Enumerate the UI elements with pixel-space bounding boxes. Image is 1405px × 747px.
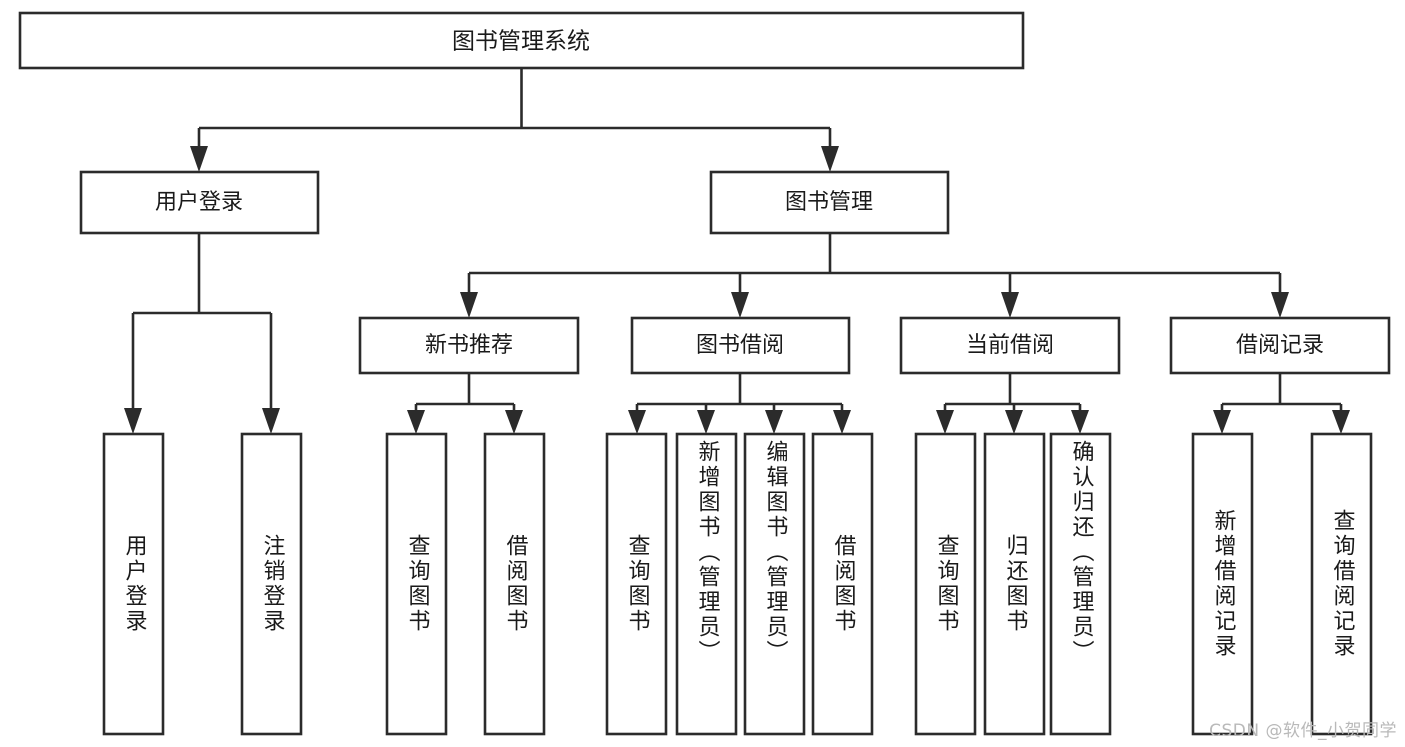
arrow-to-leaf-borrow-book-2 [833,410,851,434]
watermark-text: CSDN @软件_小贺同学 [1209,721,1397,741]
arrow-to-borrow-record [1271,292,1289,318]
node-current-borrow[interactable]: 当前借阅 [899,316,1121,375]
leaf-box-leaf-confirm-return[interactable] [1049,432,1112,736]
node-user-login[interactable]: 用户登录 [79,170,320,235]
node-borrow-record[interactable]: 借阅记录 [1169,316,1391,375]
arrow-to-leaf-query-book-1 [407,410,425,434]
node-new-book-recommend-label: 新书推荐 [425,333,513,358]
leaf-box-leaf-edit-book[interactable] [743,432,806,736]
node-book-manage-label: 图书管理 [785,190,873,215]
arrow-to-leaf-query-record [1332,410,1350,434]
connector-root-to-level2 [190,68,839,172]
node-current-borrow-label: 当前借阅 [966,333,1054,358]
node-user-login-label: 用户登录 [155,190,243,215]
node-root-label: 图书管理系统 [452,29,590,55]
arrow-to-leaf-return-book [1005,410,1023,434]
node-borrow-record-label: 借阅记录 [1236,333,1324,358]
connector-bookborrow-to-leaves [628,373,851,434]
leaf-box-leaf-query-book-3[interactable] [914,432,977,736]
arrow-to-leaf-add-book [697,410,715,434]
connector-borrowrecord-to-leaves [1213,373,1350,434]
leaf-box-leaf-logout[interactable] [240,432,303,736]
arrow-to-user-login [190,146,208,172]
node-book-borrow-label: 图书借阅 [696,333,784,358]
arrow-to-book-manage [821,146,839,172]
arrow-to-current-borrow [1001,292,1019,318]
leaf-box-leaf-query-record[interactable] [1310,432,1373,736]
arrow-to-book-borrow [731,292,749,318]
leaf-box-leaf-add-book[interactable] [675,432,738,736]
arrow-to-leaf-query-book-3 [936,410,954,434]
arrow-to-leaf-edit-book [765,410,783,434]
node-book-borrow[interactable]: 图书借阅 [630,316,851,375]
connector-userlogin-to-leaves [124,233,280,434]
leaf-box-leaf-borrow-book-2[interactable] [811,432,874,736]
arrow-to-leaf-query-book-2 [628,410,646,434]
node-book-manage[interactable]: 图书管理 [709,170,950,235]
connector-currentborrow-to-leaves [936,373,1089,434]
arrow-to-leaf-borrow-book-1 [505,410,523,434]
node-new-book-recommend[interactable]: 新书推荐 [358,316,580,375]
leaf-box-leaf-query-book-2[interactable] [605,432,668,736]
arrow-to-new-book-recommend [460,292,478,318]
node-root[interactable]: 图书管理系统 [18,11,1025,70]
arrow-to-leaf-logout [262,408,280,434]
connector-newbook-to-leaves [407,373,523,434]
leaf-box-leaf-query-book-1[interactable] [385,432,448,736]
arrow-to-leaf-confirm-return [1071,410,1089,434]
leaf-box-leaf-user-login[interactable] [102,432,165,736]
leaf-box-leaf-add-record[interactable] [1191,432,1254,736]
arrow-to-leaf-add-record [1213,410,1231,434]
connector-bookmanage-to-level3 [460,233,1289,318]
leaf-box-leaf-borrow-book-1[interactable] [483,432,546,736]
leaf-box-leaf-return-book[interactable] [983,432,1046,736]
arrow-to-leaf-user-login [124,408,142,434]
